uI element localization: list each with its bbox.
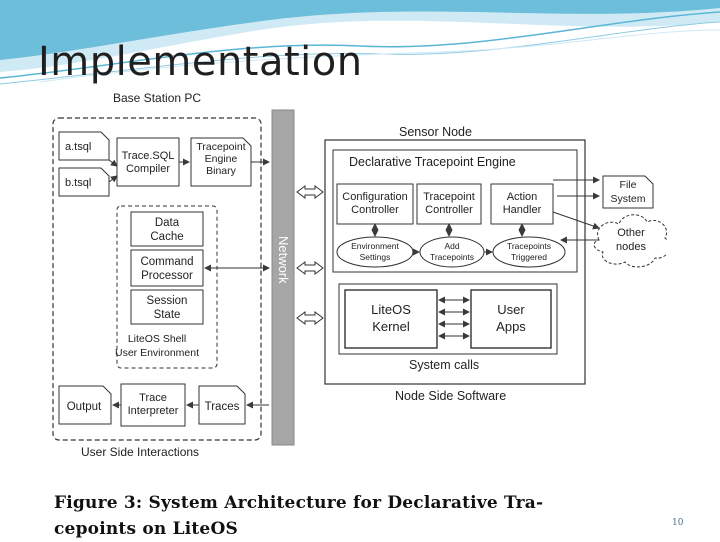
tracesql-compiler-box [116,137,180,187]
caption-line-1: Figure 3: System Architecture for Declar… [54,493,544,513]
network-label: Network [276,236,291,284]
caption-line-2: cepoints on LiteOS [54,519,238,539]
configuration-controller-box [336,183,414,225]
file-a-label: a.tsql [65,141,91,153]
command-processor-box [130,249,204,287]
base-station-region [52,117,262,441]
other-nodes-cloud [593,214,667,268]
output-label: Output [67,401,102,413]
tracepoint-engine-label: Declarative Tracepoint Engine [349,155,516,169]
tracepoint-controller-box [416,183,482,225]
traces-box [198,385,246,425]
engine-binary-box [190,137,252,187]
network-sensor-arrows [296,185,324,325]
file-b-label: b.tsql [65,177,91,189]
tracepoints-triggered-cloud [492,236,566,268]
figure-caption: Figure 3: System Architecture for Declar… [54,490,654,542]
kernel-region [338,283,558,355]
trace-interpreter-box [120,383,186,427]
page-number: 10 [672,518,684,528]
traces-label: Traces [205,401,240,413]
session-state-box [130,289,204,325]
slide-title: Implementation [38,39,363,85]
system-calls-label: System calls [409,358,479,372]
liteos-kernel-box [344,289,438,349]
file-system-box [602,175,654,209]
liteos-shell-region [116,205,218,369]
user-side-label: User Side Interactions [81,445,199,459]
output-box [58,385,112,425]
data-cache-box [130,211,204,247]
sensor-node-label: Sensor Node [399,125,472,139]
header-wave-decoration [0,0,720,85]
file-a-box [58,131,110,161]
user-apps-box [470,289,552,349]
action-handler-box [490,183,554,225]
tracepoint-engine-region [332,149,578,273]
node-side-label: Node Side Software [395,389,506,403]
file-b-box [58,167,110,197]
base-station-label: Base Station PC [113,91,201,105]
sensor-node-region [324,139,586,385]
network-bar [271,109,295,446]
